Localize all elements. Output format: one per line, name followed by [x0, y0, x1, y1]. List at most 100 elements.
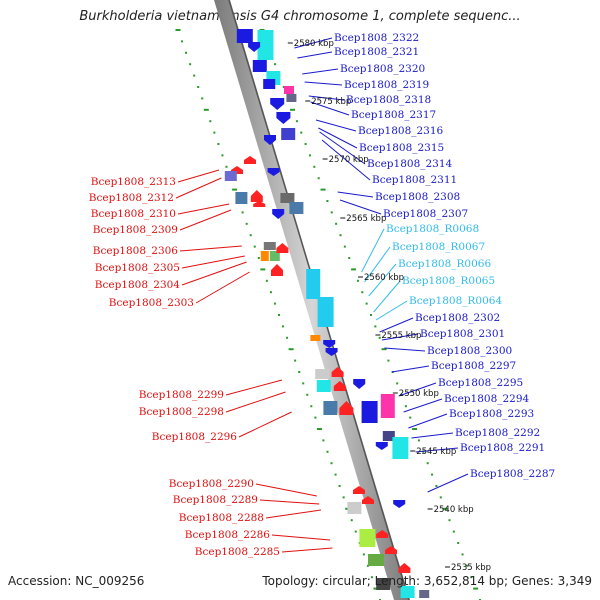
gene-label-right[interactable]: Bcep1808_2300 [427, 345, 512, 357]
gene-feature[interactable] [269, 251, 280, 261]
gene-label-right[interactable]: Bcep1808_2308 [375, 191, 460, 203]
gene-label-left[interactable]: Bcep1808_2296 [152, 431, 238, 443]
gene-feature[interactable] [289, 202, 304, 214]
gene-feature[interactable] [361, 401, 378, 423]
gene-label-left[interactable]: Bcep1808_2289 [173, 494, 258, 506]
gene-feature[interactable] [286, 94, 297, 102]
gene-feature[interactable] [263, 79, 276, 89]
gene-feature[interactable] [257, 30, 274, 60]
gene-feature[interactable] [380, 394, 395, 418]
gene-label-right[interactable]: Bcep1808_2302 [415, 312, 500, 324]
gene-feature[interactable] [382, 431, 395, 441]
gene-label-right[interactable]: Bcep1808_2320 [340, 63, 425, 75]
gene-label-left[interactable]: Bcep1808_2309 [93, 224, 178, 236]
gene-feature[interactable] [252, 60, 267, 72]
gene-feature[interactable] [310, 335, 321, 341]
gene-feature[interactable] [393, 500, 406, 508]
gene-feature[interactable] [248, 42, 261, 52]
gene-label-right[interactable]: Bcep1808_2321 [334, 46, 419, 58]
gene-label-right[interactable]: Bcep1808_R0064 [409, 295, 502, 307]
gene-feature[interactable] [280, 193, 295, 203]
gene-feature[interactable] [250, 190, 263, 202]
gene-label-left[interactable]: Bcep1808_2288 [179, 512, 264, 524]
gene-feature[interactable] [325, 348, 338, 356]
gene-label-right[interactable]: Bcep1808_2297 [431, 360, 516, 372]
gene-label-right[interactable]: Bcep1808_2307 [383, 208, 468, 220]
gene-feature[interactable] [315, 369, 330, 379]
gene-feature[interactable] [276, 243, 289, 253]
gene-features[interactable] [224, 29, 430, 598]
gene-label-left[interactable]: Bcep1808_2310 [91, 208, 176, 220]
gene-feature[interactable] [260, 251, 269, 261]
gene-label-left[interactable]: Bcep1808_2313 [91, 176, 176, 188]
gene-feature[interactable] [235, 192, 248, 204]
gene-feature[interactable] [306, 269, 321, 299]
gene-label-left[interactable]: Bcep1808_2290 [169, 478, 254, 490]
gene-label-right[interactable]: Bcep1808_2322 [334, 32, 419, 44]
gene-label-right[interactable]: Bcep1808_R0068 [386, 223, 479, 235]
gene-feature[interactable] [276, 112, 291, 124]
gene-label-right[interactable]: Bcep1808_2318 [346, 94, 431, 106]
gene-feature[interactable] [316, 380, 331, 392]
gene-feature[interactable] [375, 442, 388, 450]
gene-label-left[interactable]: Bcep1808_2285 [195, 546, 280, 558]
gene-label-right[interactable]: Bcep1808_2314 [367, 158, 453, 170]
gene-feature[interactable] [362, 496, 374, 504]
gene-label-right[interactable]: Bcep1808_2317 [351, 109, 436, 121]
gene-feature[interactable] [368, 554, 384, 566]
gene-label-right[interactable]: Bcep1808_2287 [470, 468, 555, 480]
gene-feature[interactable] [385, 546, 397, 554]
gene-feature[interactable] [347, 502, 362, 514]
gene-feature[interactable] [284, 86, 294, 94]
gene-feature[interactable] [359, 529, 376, 547]
gene-label-left[interactable]: Bcep1808_2305 [95, 262, 180, 274]
gene-label-right[interactable]: Bcep1808_2315 [359, 142, 444, 154]
gene-feature[interactable] [272, 209, 285, 219]
gene-label-left[interactable]: Bcep1808_2286 [185, 529, 271, 541]
gene-label-right[interactable]: Bcep1808_R0067 [392, 241, 485, 253]
gene-labels[interactable]: Bcep1808_2322Bcep1808_2321Bcep1808_2320B… [89, 32, 555, 558]
gene-label-left[interactable]: Bcep1808_2306 [93, 245, 179, 257]
gene-feature[interactable] [264, 135, 276, 145]
gene-label-left[interactable]: Bcep1808_2299 [139, 389, 224, 401]
gene-feature[interactable] [339, 401, 354, 415]
gene-feature[interactable] [270, 98, 285, 110]
gene-feature[interactable] [267, 168, 280, 176]
gene-label-right[interactable]: Bcep1808_2294 [444, 393, 530, 405]
gene-label-right[interactable]: Bcep1808_2293 [449, 408, 534, 420]
gene-feature[interactable] [236, 29, 253, 43]
gene-label-right[interactable]: Bcep1808_2319 [344, 79, 429, 91]
gene-label-left[interactable]: Bcep1808_2304 [95, 279, 181, 291]
gene-feature[interactable] [400, 586, 415, 598]
gene-feature[interactable] [244, 156, 256, 164]
gene-feature[interactable] [333, 381, 346, 391]
gene-feature[interactable] [398, 563, 411, 573]
gene-feature[interactable] [317, 297, 334, 327]
gene-label-right[interactable]: Bcep1808_2316 [358, 125, 444, 137]
gene-feature[interactable] [253, 201, 266, 207]
gene-feature[interactable] [281, 128, 296, 140]
gene-feature[interactable] [263, 242, 276, 250]
gene-feature[interactable] [392, 437, 409, 459]
gene-feature[interactable] [376, 578, 391, 590]
gene-label-right[interactable]: Bcep1808_2301 [420, 328, 505, 340]
gene-label-left[interactable]: Bcep1808_2303 [109, 297, 194, 309]
gene-feature[interactable] [271, 264, 283, 276]
gene-label-right[interactable]: Bcep1808_2291 [460, 442, 545, 454]
gene-feature[interactable] [323, 401, 338, 415]
gene-feature[interactable] [224, 171, 237, 181]
gene-label-right[interactable]: Bcep1808_R0065 [402, 275, 495, 287]
gene-label-right[interactable]: Bcep1808_2295 [438, 377, 523, 389]
gene-feature[interactable] [376, 530, 389, 538]
gene-label-left[interactable]: Bcep1808_2298 [139, 406, 224, 418]
gene-feature[interactable] [419, 590, 430, 598]
gene-feature[interactable] [323, 340, 336, 348]
gene-label-left[interactable]: Bcep1808_2312 [89, 192, 174, 204]
gene-label-right[interactable]: Bcep1808_2311 [372, 174, 457, 186]
gene-label-right[interactable]: Bcep1808_R0066 [398, 258, 491, 270]
gene-feature[interactable] [353, 486, 365, 494]
gene-feature[interactable] [353, 379, 366, 389]
gene-feature[interactable] [331, 367, 344, 377]
gene-label-right[interactable]: Bcep1808_2292 [455, 427, 540, 439]
